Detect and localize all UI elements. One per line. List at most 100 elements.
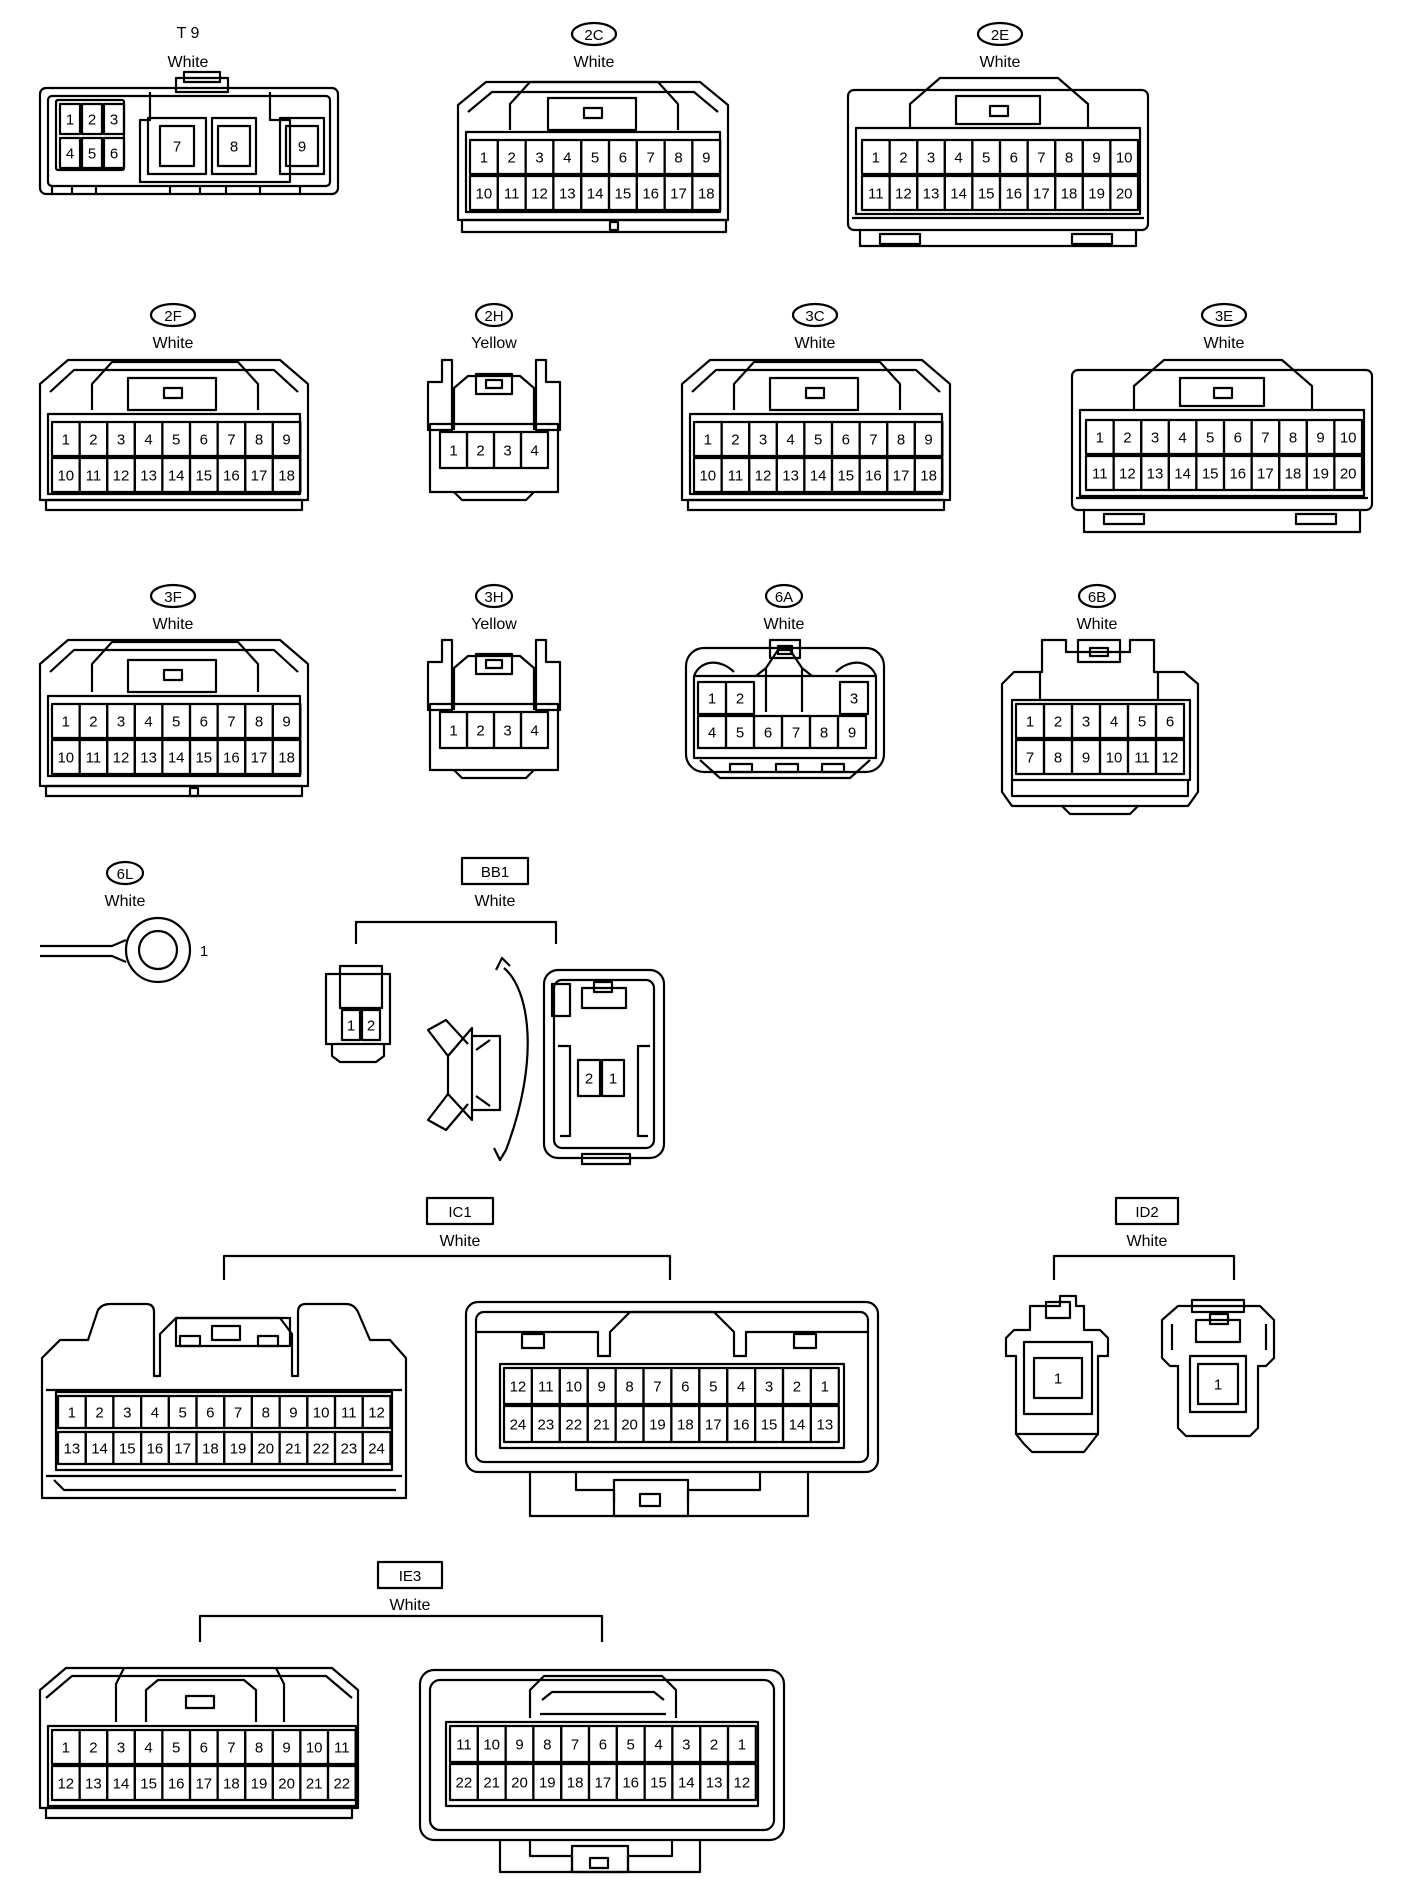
connector-t9-pin-8: 8 <box>230 138 238 155</box>
connector-2f-pin-1: 1 <box>62 431 70 448</box>
connector-2f-code: 2F <box>164 308 182 325</box>
connector-2e-pin-7: 7 <box>1037 149 1045 166</box>
connector-ic1-pin-10: 10 <box>565 1378 582 1395</box>
connector-2e-pin-5: 5 <box>982 149 990 166</box>
connector-2f-pin-17: 17 <box>251 467 268 484</box>
connector-6a-pin-3: 3 <box>850 690 858 707</box>
connector-ie3-pin-20: 20 <box>278 1775 295 1792</box>
connector-3c-pin-12: 12 <box>755 467 772 484</box>
connector-ie3-pin-7: 7 <box>227 1739 235 1756</box>
connector-ie3-pin-17: 17 <box>195 1775 212 1792</box>
connector-6a-pin-cavity <box>836 714 868 750</box>
connector-3f-pin-cavity <box>271 702 302 740</box>
connector-ic1-pin-16: 16 <box>733 1416 750 1433</box>
connector-2f-pin-10: 10 <box>57 467 74 484</box>
connector-6b-pin-cavity <box>1154 702 1186 740</box>
connector-bb1-pin-2: 2 <box>367 1017 375 1034</box>
connector-3c-color: White <box>795 335 836 352</box>
connector-2e-pin-8: 8 <box>1065 149 1073 166</box>
connector-t9-pin-7: 7 <box>173 138 181 155</box>
connector-ic1-pin-17: 17 <box>705 1416 722 1433</box>
connector-6b-pin-10: 10 <box>1106 749 1123 766</box>
connector-ie3-pin-19: 19 <box>251 1775 268 1792</box>
connector-6a-pin-cavity <box>724 680 756 716</box>
connector-6b-pin-2: 2 <box>1054 713 1062 730</box>
connector-3f-color: White <box>153 616 194 633</box>
connector-2f-pin-18: 18 <box>278 467 295 484</box>
connector-ic1-pin-8: 8 <box>262 1404 270 1421</box>
connector-2c-pin-18: 18 <box>698 185 715 202</box>
connector-t9-pin-3: 3 <box>110 111 118 128</box>
connector-2e-color: White <box>980 54 1021 71</box>
connector-id2-pin-1: 1 <box>1214 1376 1222 1393</box>
connector-2f-pin-16: 16 <box>223 467 240 484</box>
connector-ic1-pin-13: 13 <box>64 1440 81 1457</box>
connector-2c-pin-8: 8 <box>674 149 682 166</box>
connector-ic1-pin-11: 11 <box>341 1404 357 1421</box>
connector-ie3-pin-15: 15 <box>650 1774 667 1791</box>
connector-3e-pin-14: 14 <box>1174 465 1191 482</box>
connector-t9-pin-2: 2 <box>88 111 96 128</box>
connector-3e-pin-13: 13 <box>1147 465 1164 482</box>
connector-2h-pin-3: 3 <box>503 442 511 459</box>
connector-ic1-pin-3: 3 <box>765 1378 773 1395</box>
connector-ie3-pin-5: 5 <box>627 1736 635 1753</box>
connector-bb1-color: White <box>475 893 516 910</box>
connector-2h-pin-4: 4 <box>530 442 538 459</box>
connector-2c-pin-9: 9 <box>702 149 710 166</box>
connector-3f-pin-18: 18 <box>278 749 295 766</box>
connector-ic1-pin-7: 7 <box>653 1378 661 1395</box>
connector-3f-pin-16: 16 <box>223 749 240 766</box>
connector-3e-pin-8: 8 <box>1289 429 1297 446</box>
connector-t9-pin-4: 4 <box>66 145 74 162</box>
connector-2f-pin-3: 3 <box>117 431 125 448</box>
connector-3f-pin-cavity <box>271 738 302 776</box>
connector-2c-pin-3: 3 <box>535 149 543 166</box>
connector-ic1-pin-5: 5 <box>709 1378 717 1395</box>
connector-ie3-pin-1: 1 <box>62 1739 70 1756</box>
connector-ie3-pin-13: 13 <box>85 1775 102 1792</box>
connector-ic1-pin-20: 20 <box>621 1416 638 1433</box>
connector-3e-pin-2: 2 <box>1123 429 1131 446</box>
connector-2c-color: White <box>574 54 615 71</box>
connector-ic1-pin-5: 5 <box>178 1404 186 1421</box>
connector-2e-pin-14: 14 <box>950 185 967 202</box>
connector-ie3-pin-20: 20 <box>511 1774 528 1791</box>
connector-ie3-pin-14: 14 <box>113 1775 130 1792</box>
connector-2c-pin-2: 2 <box>508 149 516 166</box>
connector-6b-pin-5: 5 <box>1138 713 1146 730</box>
connector-2c-pin-cavity <box>691 138 722 176</box>
connector-3c-pin-5: 5 <box>814 431 822 448</box>
connector-t9-pin-cavity <box>216 124 252 168</box>
connector-6b-pin-3: 3 <box>1082 713 1090 730</box>
connector-3c-pin-3: 3 <box>759 431 767 448</box>
connector-ic1-pin-24: 24 <box>510 1416 527 1433</box>
connector-ic1-pin-23: 23 <box>538 1416 555 1433</box>
connector-ic1-pin-15: 15 <box>761 1416 778 1433</box>
connector-bb1-pin-1: 1 <box>347 1017 355 1034</box>
connector-2f-pin-8: 8 <box>255 431 263 448</box>
connector-3e-pin-12: 12 <box>1119 465 1136 482</box>
connector-2c-pin-11: 11 <box>504 185 520 202</box>
connector-ic1-pin-8: 8 <box>625 1378 633 1395</box>
connector-ie3-pin-15: 15 <box>140 1775 157 1792</box>
connector-t9-pin-cavity <box>58 102 82 136</box>
connector-2c-pin-16: 16 <box>642 185 659 202</box>
connector-3f-pin-8: 8 <box>255 713 263 730</box>
connector-6a-color: White <box>764 616 805 633</box>
connector-id2-pin-1: 1 <box>1054 1370 1062 1387</box>
connector-3f-pin-13: 13 <box>140 749 157 766</box>
connector-2e-pin-20: 20 <box>1116 185 1133 202</box>
connector-ic1-pin-2: 2 <box>793 1378 801 1395</box>
connector-ie3-pin-cavity <box>326 1764 357 1802</box>
connector-2f-pin-6: 6 <box>200 431 208 448</box>
